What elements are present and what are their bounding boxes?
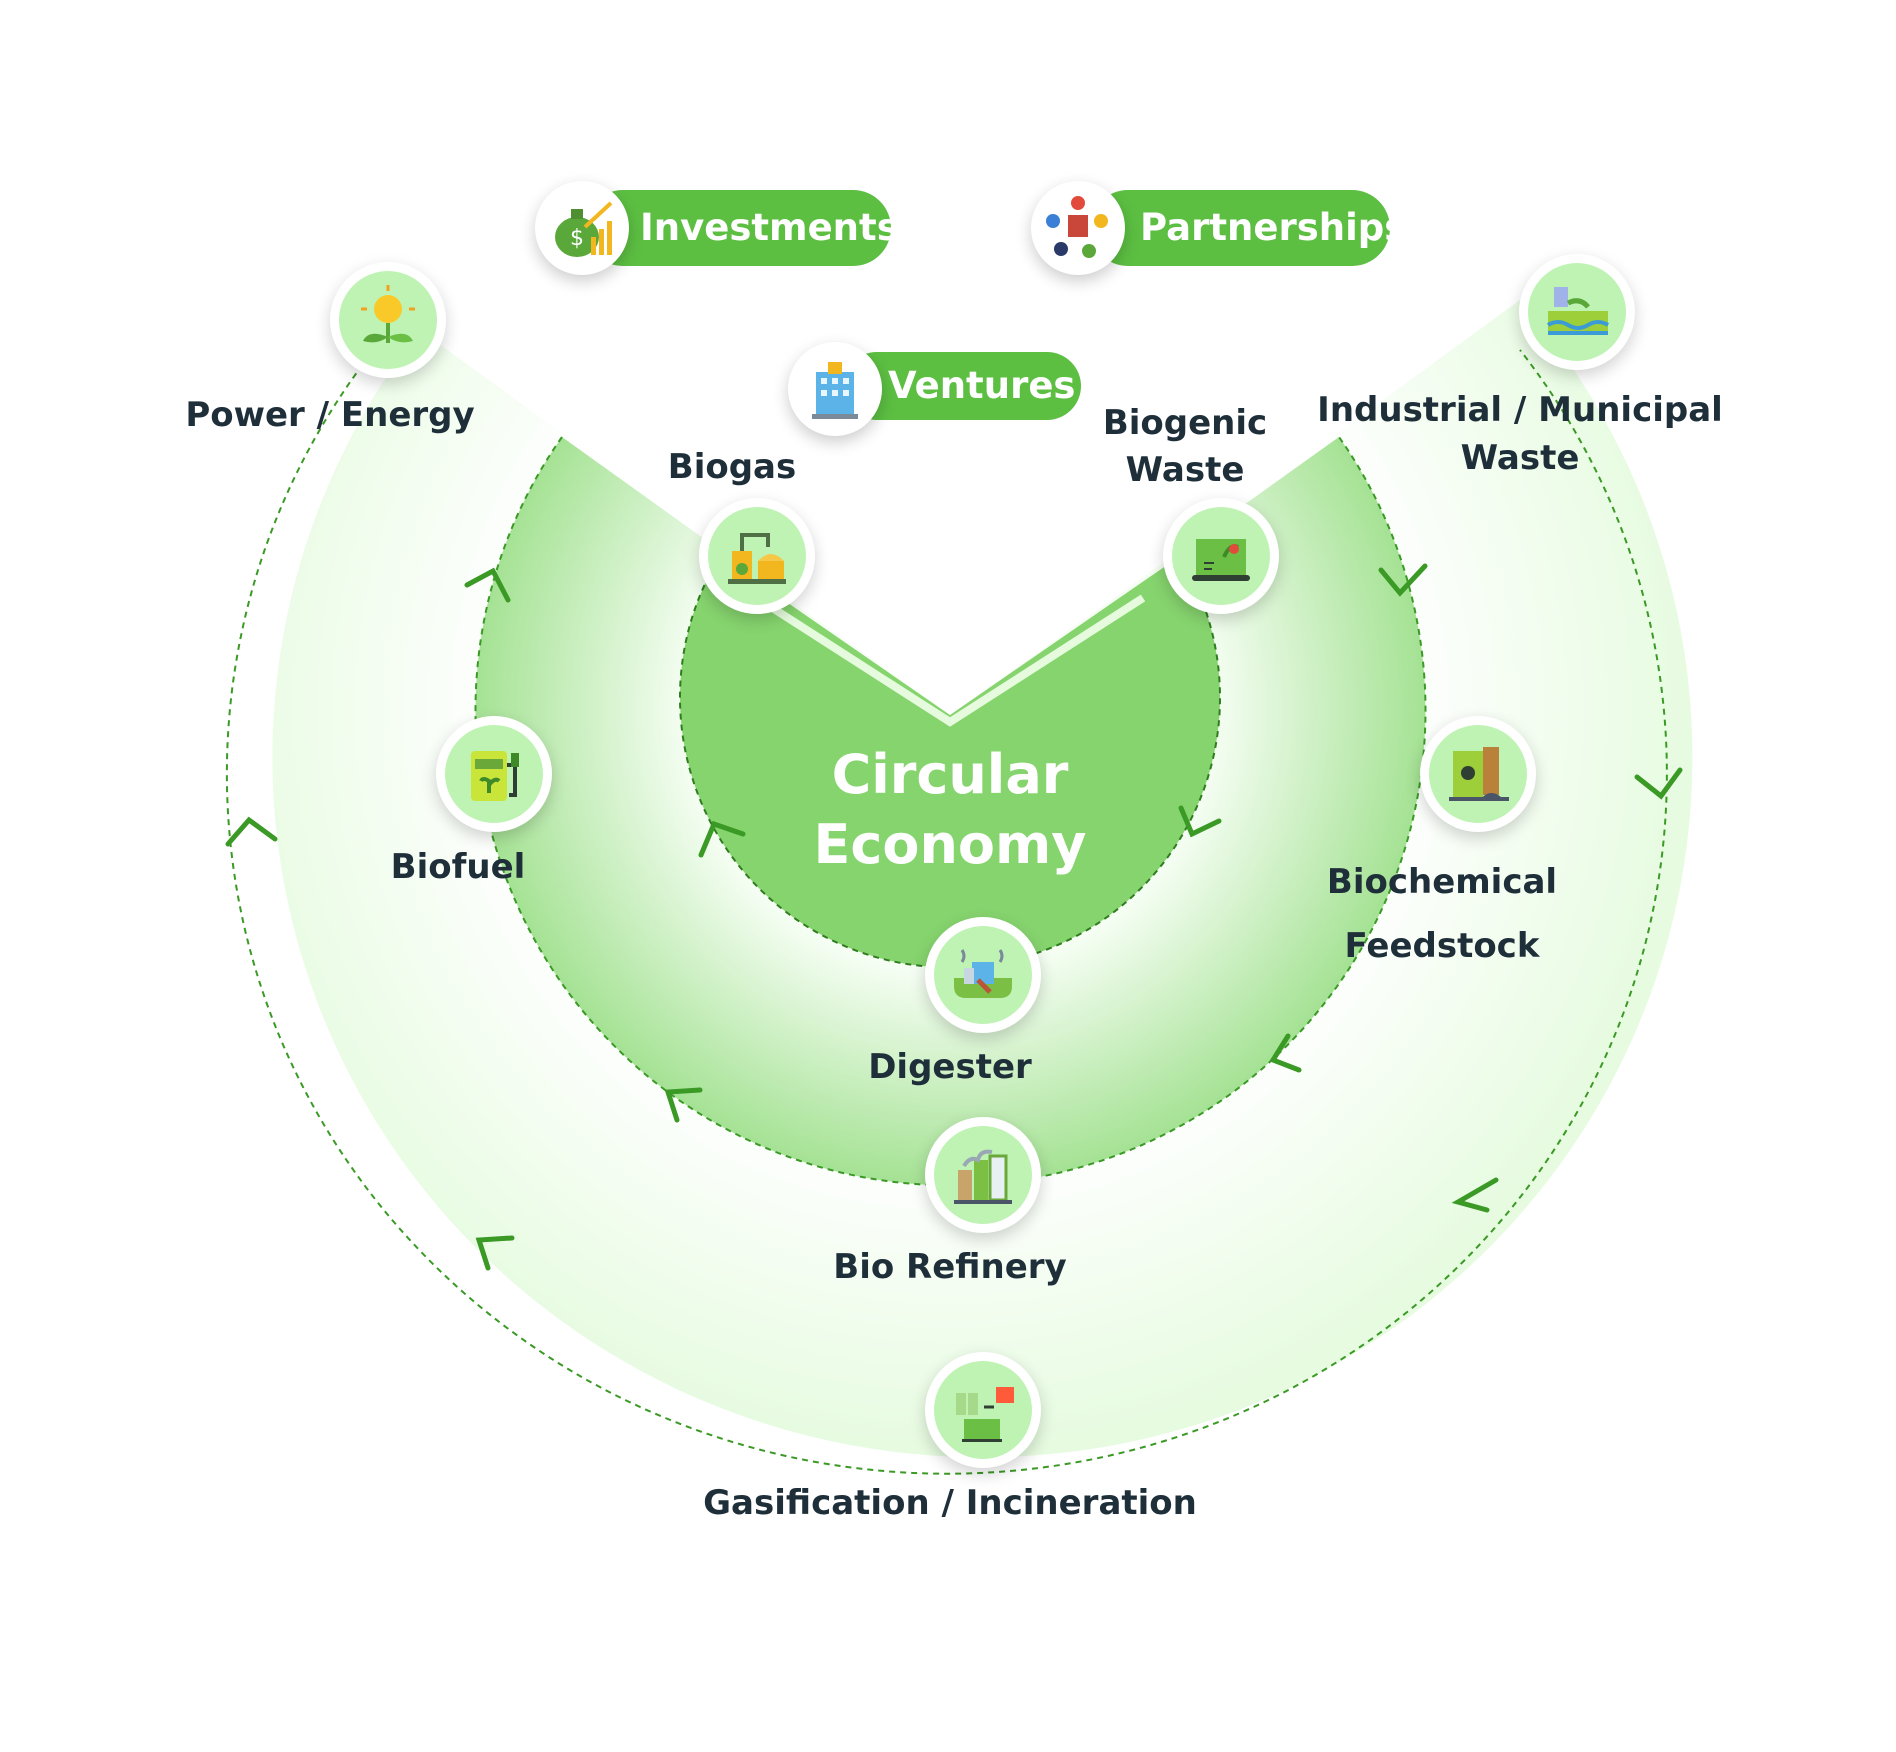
biogenic-waste-node[interactable]	[1163, 498, 1279, 614]
arrow	[1378, 563, 1428, 597]
biogenic-waste-line2: Waste	[1125, 450, 1245, 490]
ventures-pill[interactable]: Ventures	[843, 352, 1081, 420]
biochemical-node[interactable]	[1420, 716, 1536, 832]
refinery-factory-icon	[954, 1149, 1012, 1204]
biochemical-line1: Biochemical	[1326, 862, 1558, 902]
outer-ring-dashed-arc	[225, 329, 1668, 1475]
industrial-waste-line1: Industrial / Municipal	[1317, 390, 1723, 430]
industrial-waste-icon	[1546, 287, 1610, 335]
bio-refinery-label: Bio Refinery	[833, 1247, 1067, 1287]
gasification-label: Gasification / Incineration	[703, 1483, 1197, 1523]
arrow	[1451, 1177, 1499, 1213]
arrow	[1634, 767, 1683, 800]
lightbulb-plant-icon	[361, 285, 415, 343]
building-icon	[788, 342, 882, 436]
team-people-icon	[1031, 181, 1125, 275]
center-title-line2: Economy	[813, 813, 1087, 876]
digester-label: Digester	[868, 1047, 1032, 1087]
gasification-plant-icon	[956, 1387, 1014, 1442]
bio-refinery-node[interactable]	[925, 1117, 1041, 1233]
biogenic-waste-line1: Biogenic	[1102, 403, 1268, 443]
biogenic-waste-icon	[1192, 539, 1250, 581]
biogas-label: Biogas	[667, 447, 797, 487]
arrow	[475, 1235, 515, 1271]
biogenic-waste-label: Biogenic Waste	[1103, 400, 1267, 494]
gasification-node[interactable]	[925, 1352, 1041, 1468]
investments-pill[interactable]: Investments	[585, 190, 899, 266]
partnerships-label: Partnerships	[1140, 206, 1407, 249]
center-title-line1: Circular	[831, 743, 1069, 806]
fuel-pump-icon	[471, 751, 519, 801]
ventures-label: Ventures	[888, 364, 1076, 407]
biofuel-label: Biofuel	[390, 847, 526, 887]
arrow	[1269, 1033, 1302, 1073]
arrow	[698, 820, 746, 858]
biogas-plant-icon	[728, 533, 786, 584]
svg-text:$: $	[570, 226, 584, 251]
digester-icon	[954, 949, 1012, 998]
inner-v-highlight	[754, 594, 1146, 727]
industrial-waste-line2: Waste	[1460, 438, 1580, 478]
arrow	[1178, 805, 1222, 838]
biochemical-line2: Feedstock	[1344, 926, 1540, 966]
center-title: Circular Economy	[813, 740, 1086, 880]
inner-core	[680, 556, 1220, 968]
flow-arrows	[225, 563, 1683, 1271]
arrow	[225, 816, 278, 847]
industrial-waste-label: Industrial / Municipal Waste	[1317, 386, 1723, 482]
biochemical-barrel-icon	[1449, 747, 1509, 801]
money-bag-icon: $	[535, 181, 629, 275]
power-energy-node[interactable]	[330, 262, 446, 378]
biogas-node[interactable]	[699, 498, 815, 614]
partnerships-pill[interactable]: Partnerships	[1090, 190, 1406, 266]
industrial-waste-node[interactable]	[1519, 254, 1635, 370]
biochemical-label: Biochemical Feedstock	[1327, 850, 1557, 978]
digester-node[interactable]	[925, 917, 1041, 1033]
power-energy-label: Power / Energy	[185, 395, 475, 435]
arrow	[664, 1087, 703, 1123]
investments-label: Investments	[640, 206, 899, 249]
arrow	[464, 567, 511, 603]
biofuel-node[interactable]	[436, 716, 552, 832]
